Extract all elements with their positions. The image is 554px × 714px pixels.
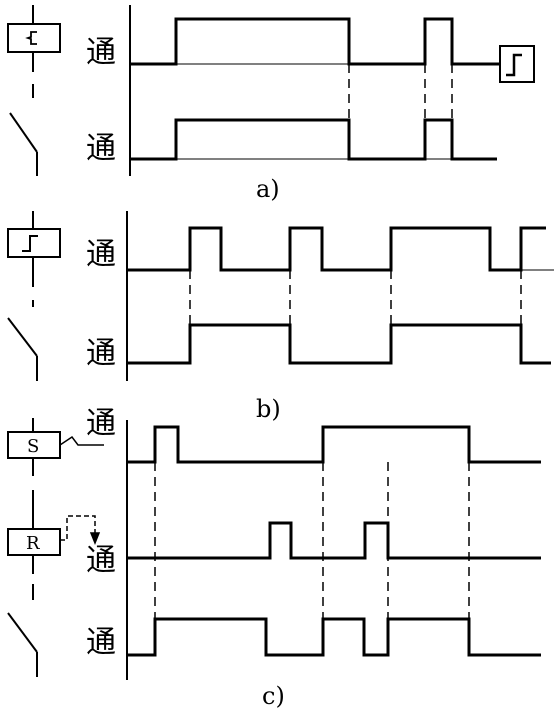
signal-label-c1: 通 — [86, 406, 116, 441]
contact-c-icon — [7, 584, 38, 677]
dashed-links-b — [189, 270, 522, 325]
coil-a-pulse-contact-icon — [7, 5, 61, 72]
waveform-a-input — [130, 17, 500, 66]
signal-label-c2: 通 — [86, 543, 116, 578]
signal-label-a2: 通 — [86, 131, 116, 166]
signal-label-a1: 通 — [86, 35, 116, 70]
reset-coil — [7, 490, 61, 574]
contact-a-icon — [9, 84, 38, 176]
dashed-links-a — [348, 64, 453, 120]
contact-b-icon — [7, 300, 38, 381]
waveform-b-input — [127, 226, 546, 272]
waveform-c-reset — [127, 521, 541, 560]
dashed-links-c — [154, 462, 470, 619]
signal-label-b1: 通 — [86, 237, 116, 272]
reset-trigger-icon — [60, 515, 101, 546]
set-coil-label: S — [27, 436, 39, 457]
waveform-c-set — [127, 425, 541, 464]
signal-label-c3: 通 — [86, 625, 116, 660]
signal-label-b2: 通 — [86, 336, 116, 371]
panel-b: 通 通 b) — [7, 211, 554, 423]
caption-a: a) — [256, 175, 280, 203]
waveform-b-output — [127, 323, 551, 365]
caption-c: c) — [262, 682, 285, 710]
reset-coil-label: R — [26, 533, 40, 554]
panel-a: 通 通 a) — [7, 5, 535, 203]
panel-c: S R 通 通 通 — [7, 406, 541, 710]
waveform-c-output — [127, 617, 541, 657]
waveform-a-output — [130, 118, 497, 161]
coil-b-rising-edge-icon — [7, 211, 61, 287]
caption-b: b) — [256, 395, 281, 423]
set-trigger-icon — [59, 435, 104, 446]
edge-box-a-rising-edge-icon — [499, 45, 535, 83]
set-coil — [7, 418, 61, 476]
